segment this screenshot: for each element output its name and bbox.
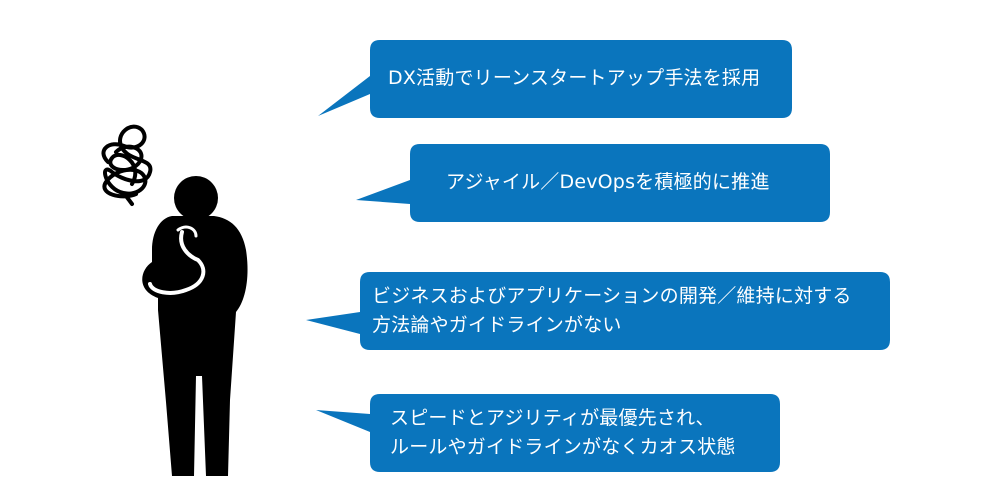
confused-person-icon	[101, 124, 248, 476]
bubble-3-line-1: ビジネスおよびアプリケーションの開発／維持に対する	[372, 285, 852, 307]
speech-bubble-3-text: ビジネスおよびアプリケーションの開発／維持に対する 方法論やガイドラインがない	[372, 282, 852, 340]
bubble-3-line-2: 方法論やガイドラインがない	[372, 314, 622, 336]
bubble-2-line-1: アジャイル／DevOpsを積極的に推進	[446, 171, 770, 193]
speech-bubble-4	[316, 394, 780, 472]
speech-bubble-3	[306, 272, 890, 350]
speech-bubble-1	[318, 40, 792, 118]
person-head	[174, 176, 218, 220]
speech-bubble-2	[356, 144, 830, 222]
speech-bubble-1-text: DX活動でリーンスタートアップ手法を採用	[388, 64, 760, 93]
person-body	[142, 216, 248, 476]
bubble-4-line-2: ルールやガイドラインがなくカオス状態	[390, 436, 736, 458]
bubble-4-line-1: スピードとアジリティが最優先され、	[390, 407, 715, 429]
bubble-1-line-1: DX活動でリーンスタートアップ手法を採用	[388, 67, 761, 89]
speech-bubble-2-text: アジャイル／DevOpsを積極的に推進	[446, 168, 770, 197]
speech-bubble-4-text: スピードとアジリティが最優先され、 ルールやガイドラインがなくカオス状態	[390, 404, 736, 462]
person-arm-outline	[148, 230, 206, 295]
person-hand-outline	[176, 225, 198, 238]
confusion-scribble-icon	[101, 124, 153, 206]
